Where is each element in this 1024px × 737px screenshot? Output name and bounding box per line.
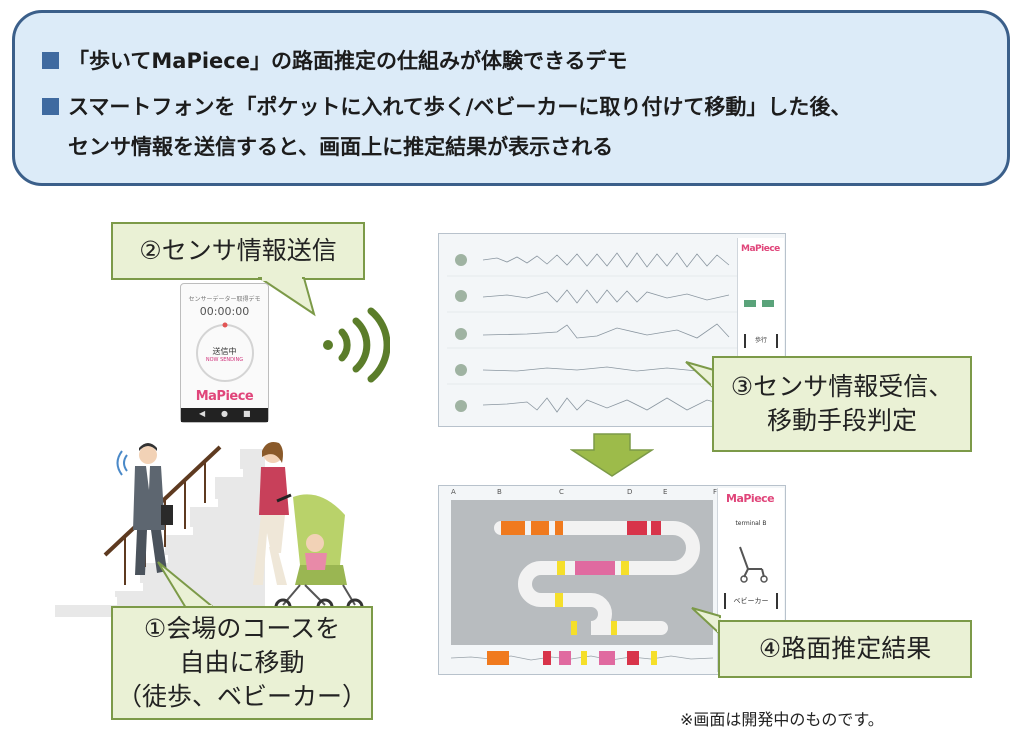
footnote: ※画面は開発中のものです。 xyxy=(680,710,884,729)
callout-sensor-receive-line-2: 移動手段判定 xyxy=(766,406,917,435)
progress-ring xyxy=(196,322,254,382)
phone-timer: 00:00:00 xyxy=(199,305,250,318)
callout-tail xyxy=(258,277,316,317)
terminal-label: terminal B xyxy=(735,520,767,527)
column-label: C xyxy=(559,488,564,496)
callout-sensor-receive-line-1: ③センサ情報受信、 xyxy=(730,372,954,402)
course-map xyxy=(451,500,713,645)
recents-icon: ■ xyxy=(243,409,251,418)
callout-move-course: ①会場のコースを 自由に移動 （徒歩、ベビーカー） xyxy=(111,606,373,720)
mode-stroller-button[interactable]: ベビーカー xyxy=(724,593,778,609)
down-arrow-icon xyxy=(570,433,654,477)
people-illustration xyxy=(55,441,364,617)
screen-logo: MaPiece xyxy=(726,492,775,505)
phone-nav-bar: ◀ ● ■ xyxy=(181,408,268,422)
column-label: F xyxy=(713,488,718,496)
callout-sensor-receive: ③センサ情報受信、 移動手段判定 xyxy=(712,356,972,452)
callout-road-result: ④路面推定結果 xyxy=(718,620,972,678)
banner-line-2: スマートフォンを「ポケットに入れて歩く/ベビーカーに取り付けて移動」した後、 xyxy=(68,95,852,119)
shoe-icon xyxy=(762,300,774,307)
column-label: D xyxy=(627,488,633,496)
callout-sensor-send: ②センサ情報送信 xyxy=(111,222,365,280)
mode-walk-button[interactable]: 歩行 xyxy=(744,334,778,348)
column-label: B xyxy=(497,488,502,496)
callout-move-course-line-2: 自由に移動 xyxy=(179,648,305,678)
screen-logo: MaPiece xyxy=(741,244,780,254)
column-label: A xyxy=(451,488,456,496)
road-profile-strip xyxy=(451,651,713,665)
callout-tail xyxy=(157,561,217,609)
bullet-square-icon xyxy=(42,98,59,115)
column-labels: A B C D E F xyxy=(451,488,721,498)
stroller-icon xyxy=(739,546,768,583)
phone-logo: MaPiece xyxy=(195,389,254,404)
phone-status: 送信中 xyxy=(212,347,237,356)
bullet-square-icon xyxy=(42,52,59,69)
back-icon: ◀ xyxy=(199,409,206,418)
callout-move-course-line-1: ①会場のコースを xyxy=(143,614,341,644)
callout-move-course-line-3: （徒歩、ベビーカー） xyxy=(116,681,367,711)
banner-line-1: 「歩いてMaPiece」の路面推定の仕組みが体験できるデモ xyxy=(68,49,628,73)
home-icon: ● xyxy=(221,409,228,418)
wireless-signal-icon xyxy=(323,307,390,383)
callout-sensor-send-text: ②センサ情報送信 xyxy=(139,236,337,266)
sensor-waveforms xyxy=(447,252,737,413)
banner-line-3: センサ情報を送信すると、画面上に推定結果が表示される xyxy=(68,135,614,159)
shoe-icon xyxy=(744,300,756,307)
banner: 「歩いてMaPiece」の路面推定の仕組みが体験できるデモ スマートフォンを「ポ… xyxy=(12,10,1010,186)
callout-road-result-text: ④路面推定結果 xyxy=(758,634,932,664)
column-label: E xyxy=(663,488,668,496)
phone-title: センサーデーター取得デモ xyxy=(188,296,261,303)
phone-status-en: NOW SENDING xyxy=(205,357,244,363)
smartphone: センサーデーター取得デモ 00:00:00 送信中 NOW SENDING Ma… xyxy=(180,283,269,423)
